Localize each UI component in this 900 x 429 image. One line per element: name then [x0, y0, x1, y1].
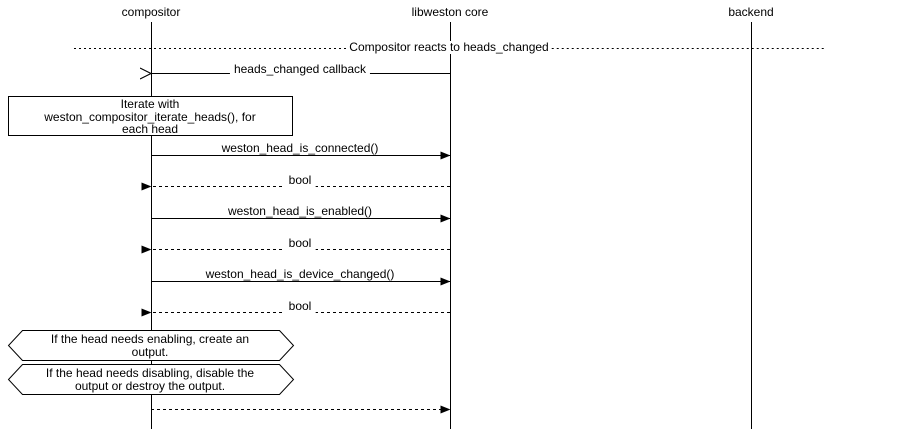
message-label-weston-head-is-connected: weston_head_is_connected() — [217, 142, 383, 155]
message-label-bool-3: bool — [284, 300, 316, 313]
hexagon-note-disable-output — [7, 364, 295, 395]
hexagon-note-disable-output-text: If the head needs disabling, disable the… — [45, 366, 255, 393]
note-box-iterate-heads-text: Iterate with weston_compositor_iterate_h… — [44, 97, 256, 136]
hexagon-note-enable-output-text: If the head needs enabling, create an ou… — [50, 332, 250, 359]
participant-label-libweston-core: libweston core — [411, 5, 489, 19]
divider-label: Compositor reacts to heads_changed — [346, 41, 552, 54]
message-label-bool-2: bool — [284, 237, 316, 250]
message-label-weston-head-is-enabled: weston_head_is_enabled() — [223, 205, 377, 218]
participant-label-backend: backend — [728, 5, 774, 19]
message-label-weston-head-is-device-changed: weston_head_is_device_changed() — [201, 268, 399, 281]
hexagon-note-enable-output — [7, 330, 295, 361]
note-box-iterate-heads — [8, 96, 293, 136]
message-label-heads-changed-callback: heads_changed callback — [229, 63, 371, 76]
participant-label-compositor: compositor — [121, 5, 181, 19]
message-label-bool-1: bool — [284, 174, 316, 187]
